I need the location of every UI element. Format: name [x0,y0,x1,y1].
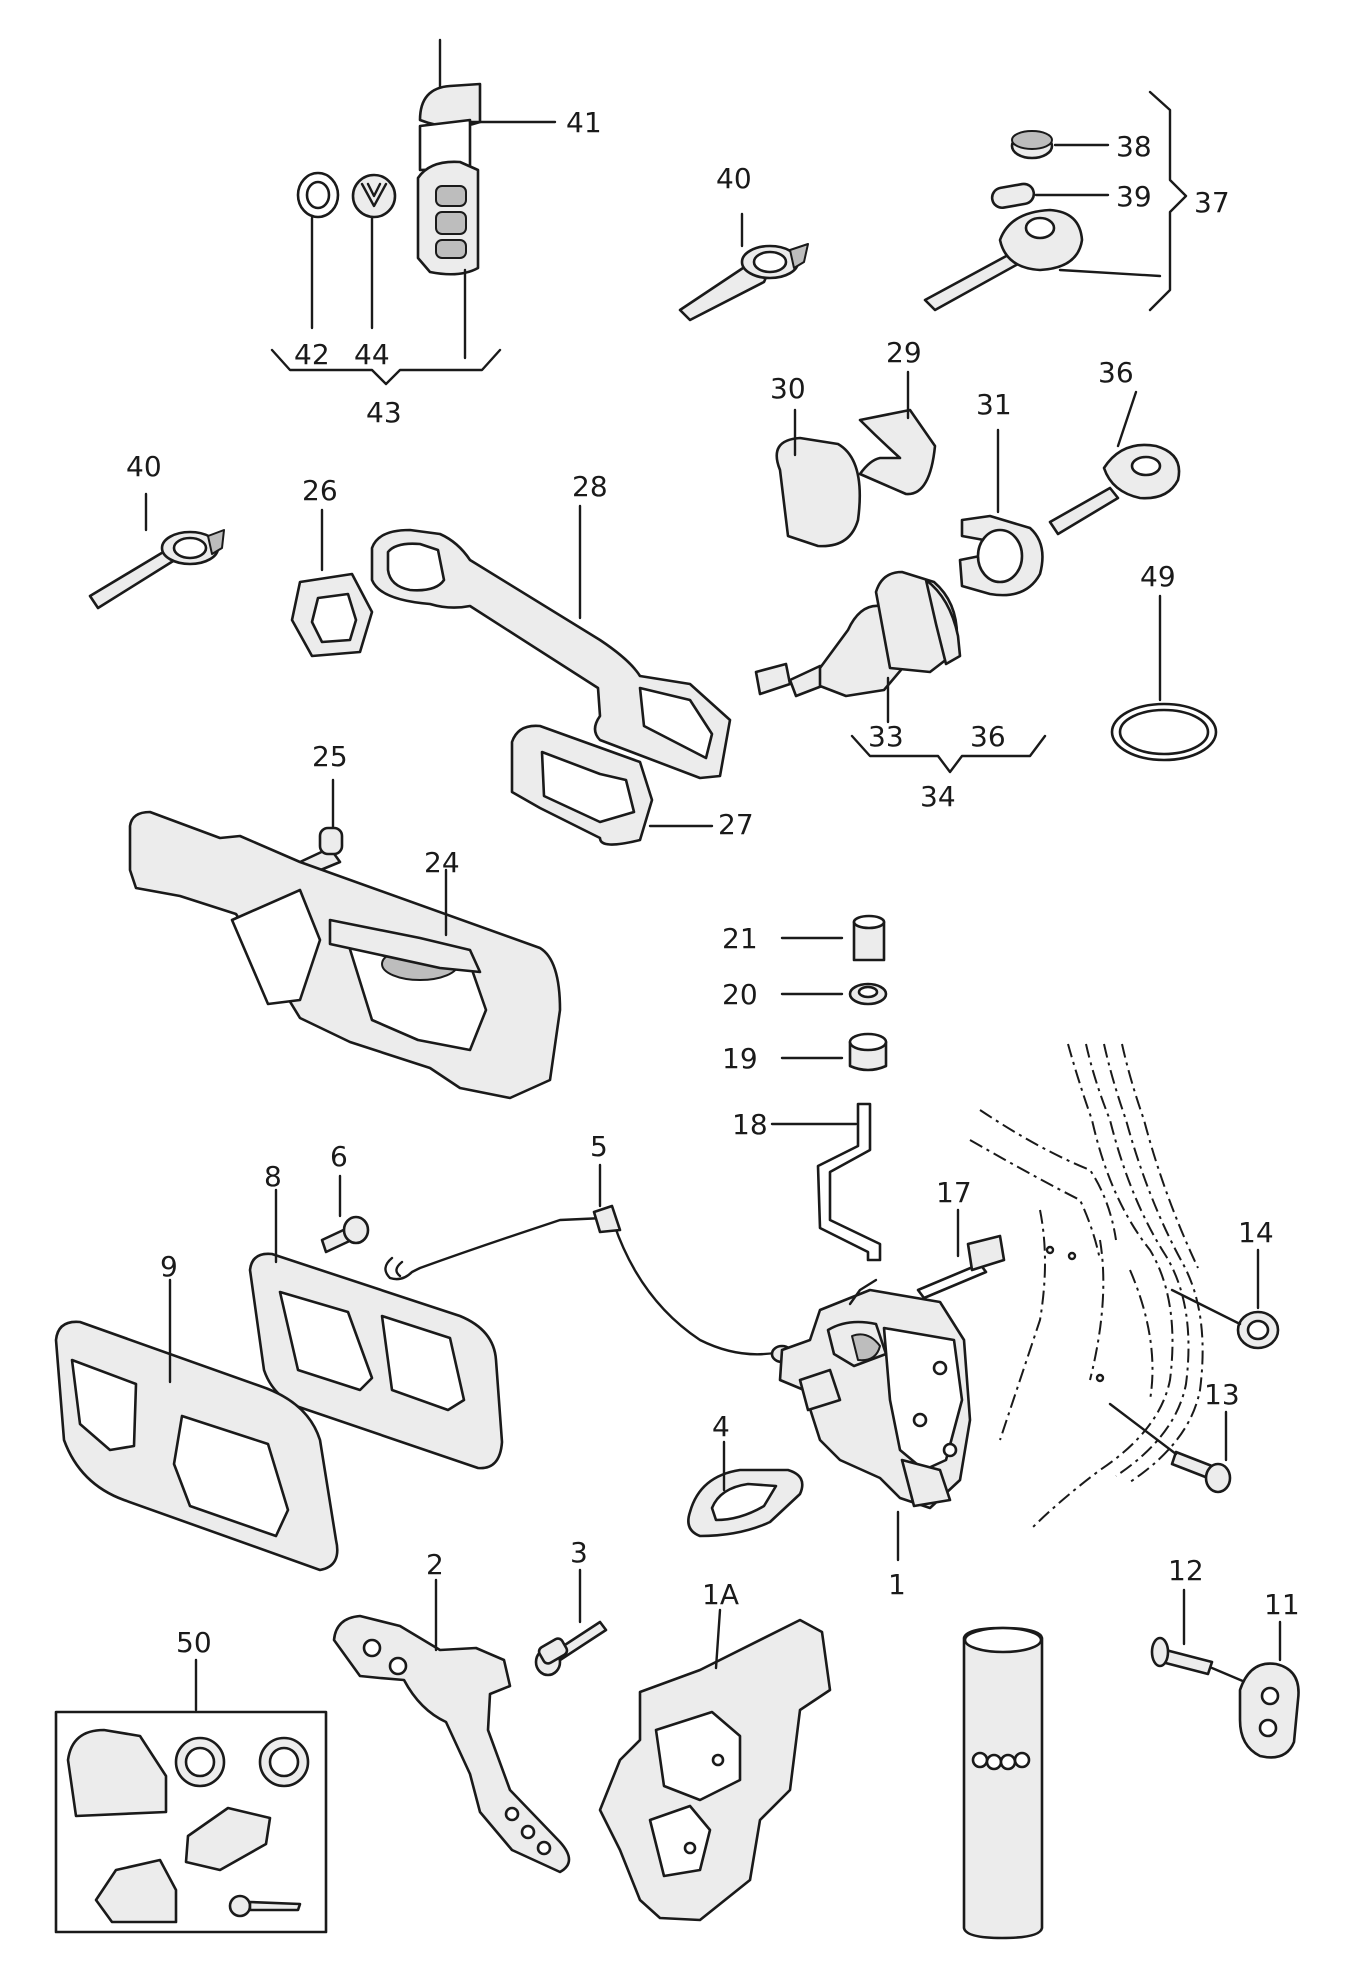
callout-27: 27 [718,808,754,841]
callout-20: 20 [722,978,758,1011]
callout-31: 31 [976,388,1012,421]
part-5-cable [384,1216,606,1281]
part-1-door-lock [778,1278,972,1562]
callout-28: 28 [572,470,608,503]
callout-13: 13 [1204,1378,1240,1411]
inner-bracket-group [128,778,562,1100]
callout-40-top: 40 [716,162,752,195]
callout-1A: 1A [702,1578,739,1611]
cable-and-trim-group [54,1163,794,1572]
handle-group [290,504,732,846]
callout-49: 49 [1140,560,1176,593]
part-28-door-handle [370,528,732,780]
part-30-cap [775,436,862,548]
callout-4: 4 [712,1410,730,1443]
striker-group [332,1568,608,1874]
part-24-bracket [128,810,562,1100]
fasteners-right [1108,1248,1280,1494]
callout-24: 24 [424,846,460,879]
lock-cylinder-group [754,370,1218,774]
part-17-clip [916,1208,1006,1300]
callout-11: 11 [1264,1588,1300,1621]
part-4-cover [687,1440,804,1538]
part-11-hinge-plate [1238,1662,1300,1759]
rod-stack-group [770,914,888,1262]
callout-labels: 41 42 44 43 40 38 39 37 30 29 31 36 40 2… [126,106,1300,1659]
spray-can [962,1626,1044,1940]
callout-29: 29 [886,336,922,369]
callout-1: 1 [888,1568,906,1601]
callout-12: 12 [1168,1554,1204,1587]
callout-14: 14 [1238,1216,1274,1249]
callout-50: 50 [176,1626,212,1659]
callout-19: 19 [722,1042,758,1075]
callout-6: 6 [330,1140,348,1173]
part-37-key-assembly [923,90,1188,312]
part-36-key [1048,486,1120,536]
callout-44: 44 [354,338,390,371]
callout-30: 30 [770,372,806,405]
callout-43: 43 [366,396,402,429]
callout-34: 34 [920,780,956,813]
callout-5: 5 [590,1130,608,1163]
part-1A-carrier [598,1608,832,1922]
callout-25: 25 [312,740,348,773]
part-18-rod [816,1102,882,1262]
hinge-group [1150,1588,1300,1759]
callout-18: 18 [732,1108,768,1141]
callout-39: 39 [1116,180,1152,213]
callout-37: 37 [1194,186,1230,219]
callout-21: 21 [722,922,758,955]
callout-8: 8 [264,1160,282,1193]
callout-38: 38 [1116,130,1152,163]
part-40-key-top [678,212,809,322]
callout-17: 17 [936,1176,972,1209]
callout-42: 42 [294,338,330,371]
door-frame-outline [969,1043,1204,1531]
callout-2: 2 [426,1548,444,1581]
callout-26: 26 [302,474,338,507]
callout-3: 3 [570,1536,588,1569]
part-29-seal [858,408,937,496]
callout-41: 41 [566,106,602,139]
part-40-key-left [88,492,225,610]
callout-36-cyl: 36 [970,720,1006,753]
callout-9: 9 [160,1250,178,1283]
callout-36-key: 36 [1098,356,1134,389]
part-50-repair-kit [54,1658,328,1934]
callout-33: 33 [868,720,904,753]
key-fob-group [270,38,557,386]
callout-40-left: 40 [126,450,162,483]
